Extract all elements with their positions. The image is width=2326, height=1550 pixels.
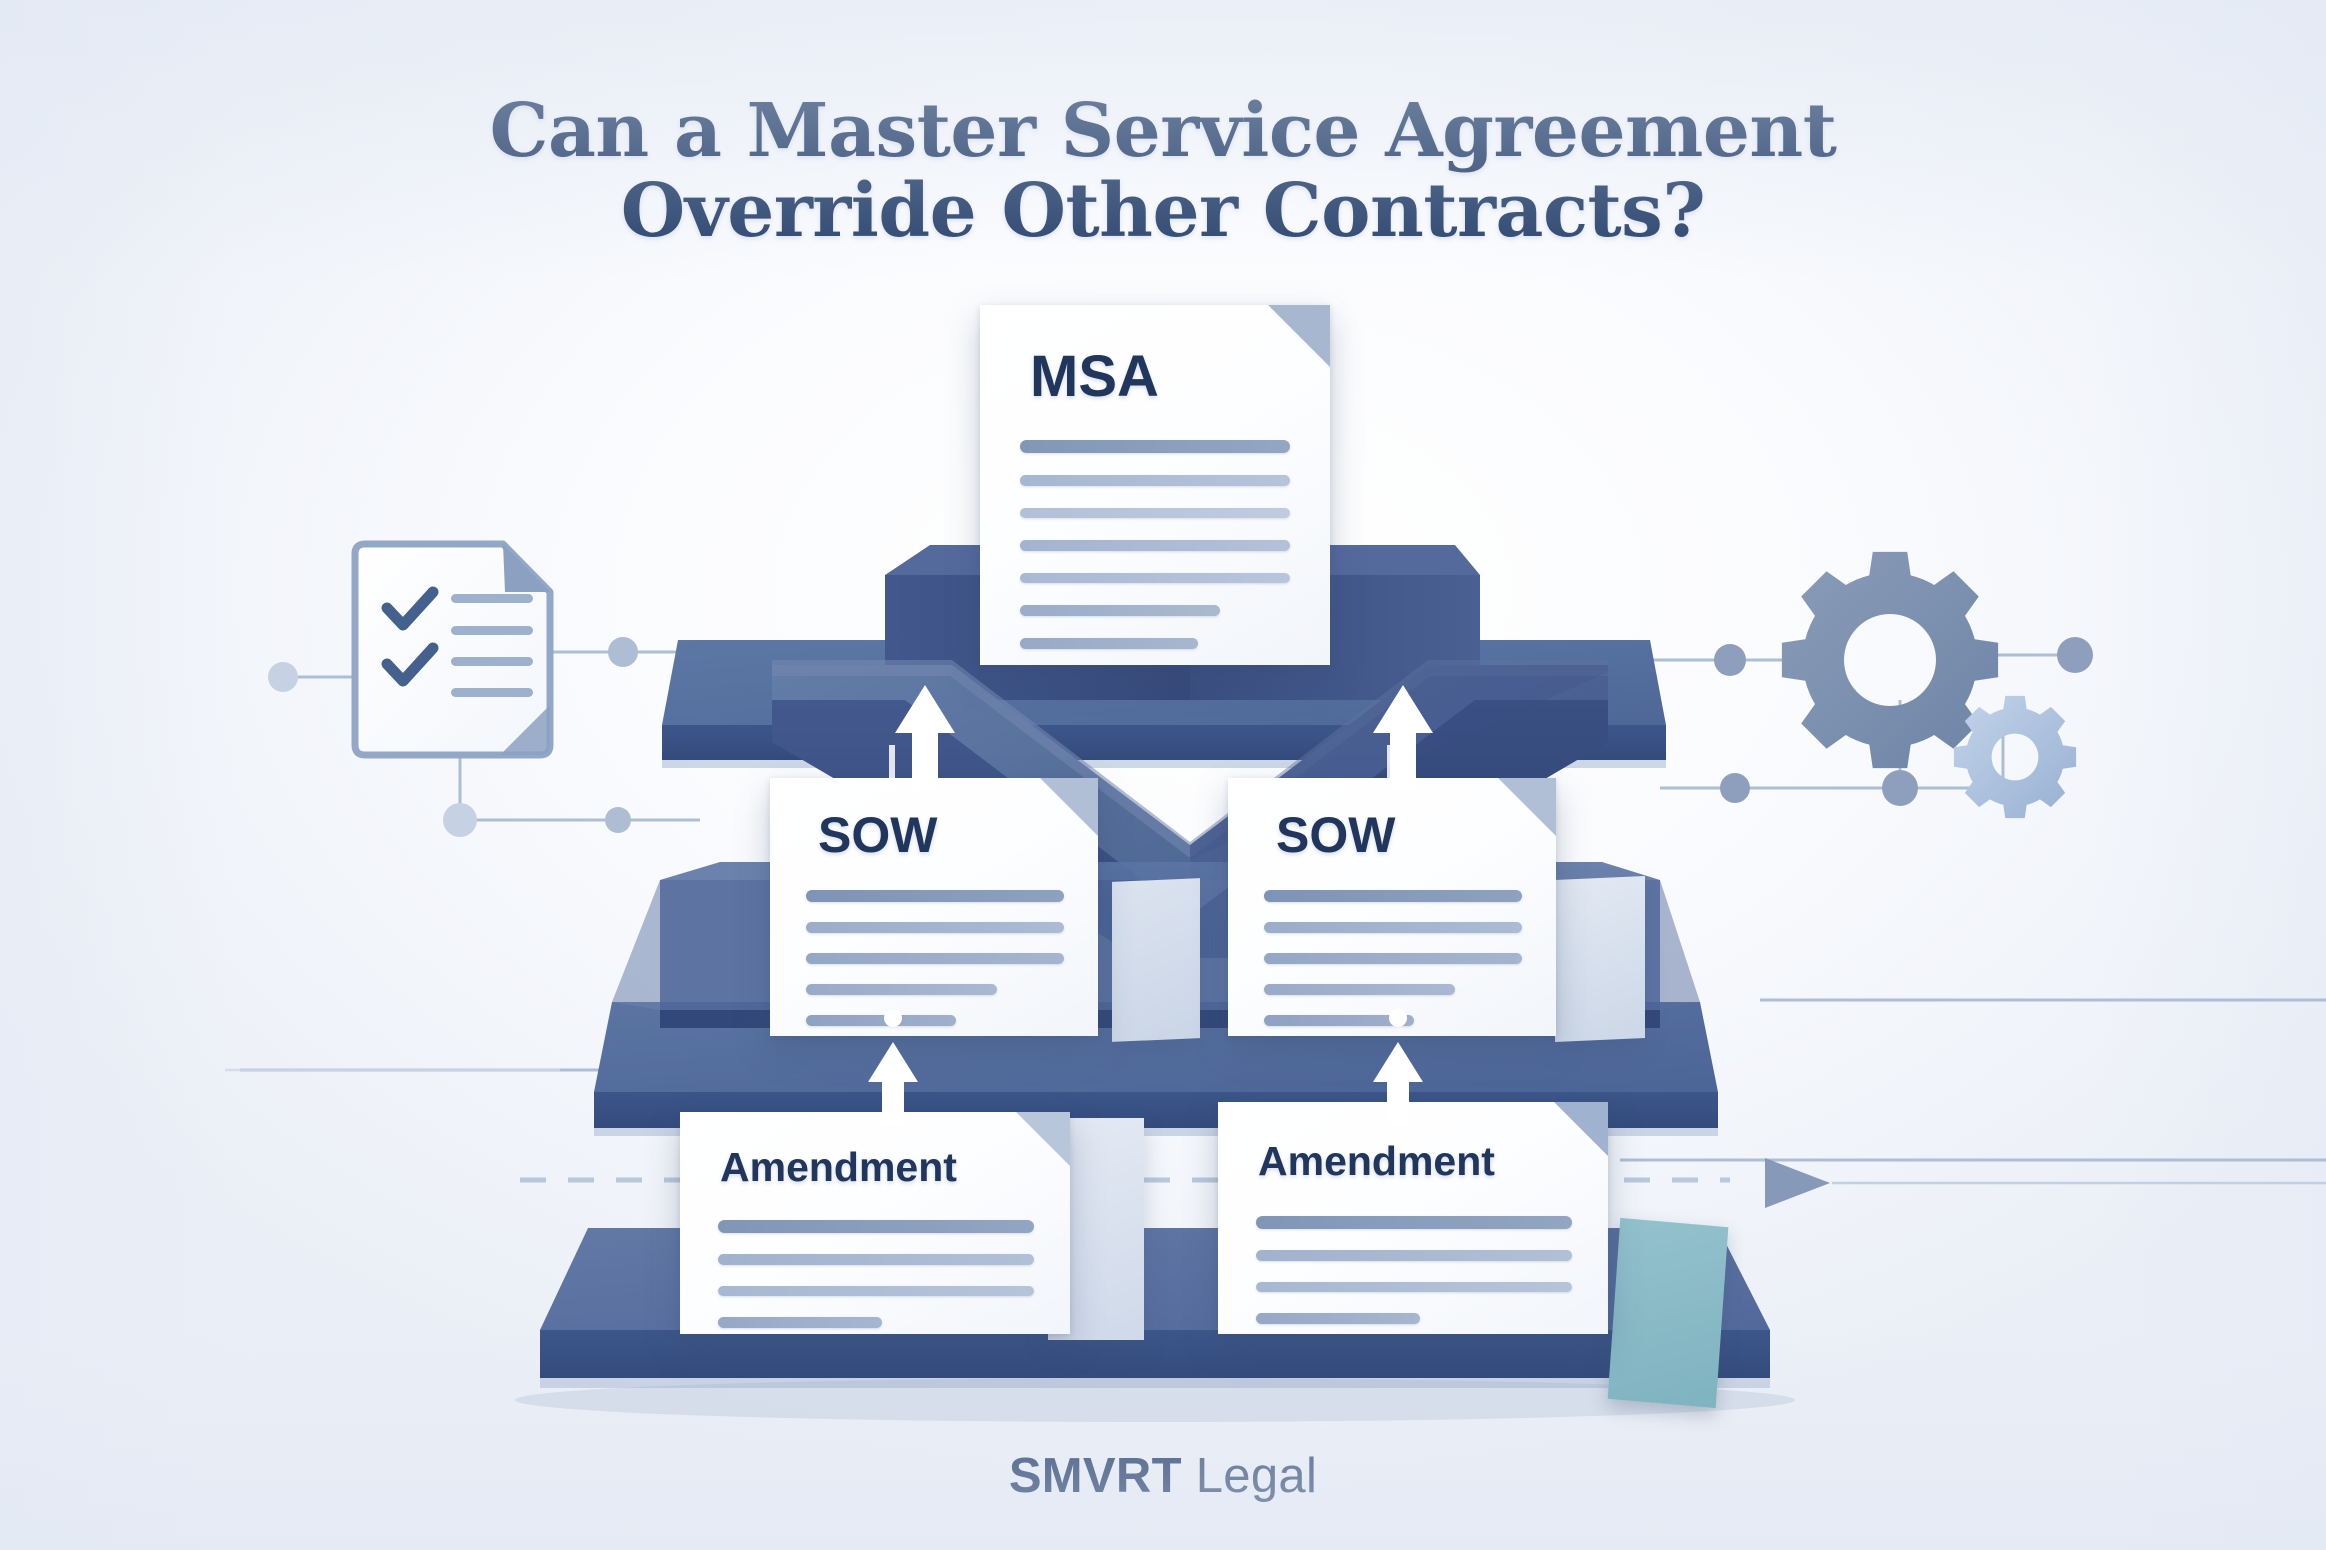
arrow-up-amendment-left-to-sow bbox=[868, 1009, 918, 1125]
arrow-up-sow-left-to-msa bbox=[895, 685, 955, 790]
arrow-up-amendment-right-to-sow bbox=[1373, 1009, 1423, 1125]
arrow-up-sow-right-to-msa bbox=[1373, 685, 1433, 790]
